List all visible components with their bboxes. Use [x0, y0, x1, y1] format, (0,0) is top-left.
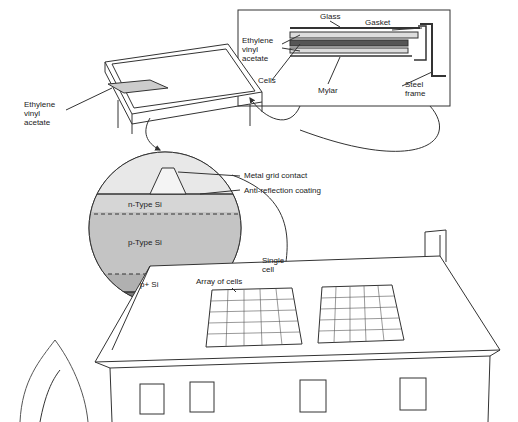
- part-label: Glass: [320, 12, 340, 21]
- layer-label: n-Type Si: [128, 200, 162, 209]
- part-label: Gasket: [365, 18, 390, 27]
- part-label: Cells: [258, 76, 276, 85]
- part-label: Mylar: [318, 86, 338, 95]
- part-label: Array of cells: [196, 277, 242, 286]
- part-label: Anti-reflection coating: [244, 186, 321, 195]
- part-label: Ethylene vinyl acetate: [24, 100, 66, 127]
- part-label: Single cell: [262, 256, 294, 274]
- layer-label: p-Type Si: [128, 238, 162, 247]
- layer-label: p+ Si: [140, 280, 158, 289]
- part-label: Steel frame: [405, 80, 435, 98]
- part-label: Ethylene vinyl acetate: [242, 36, 282, 63]
- part-label: Metal grid contact: [244, 171, 307, 180]
